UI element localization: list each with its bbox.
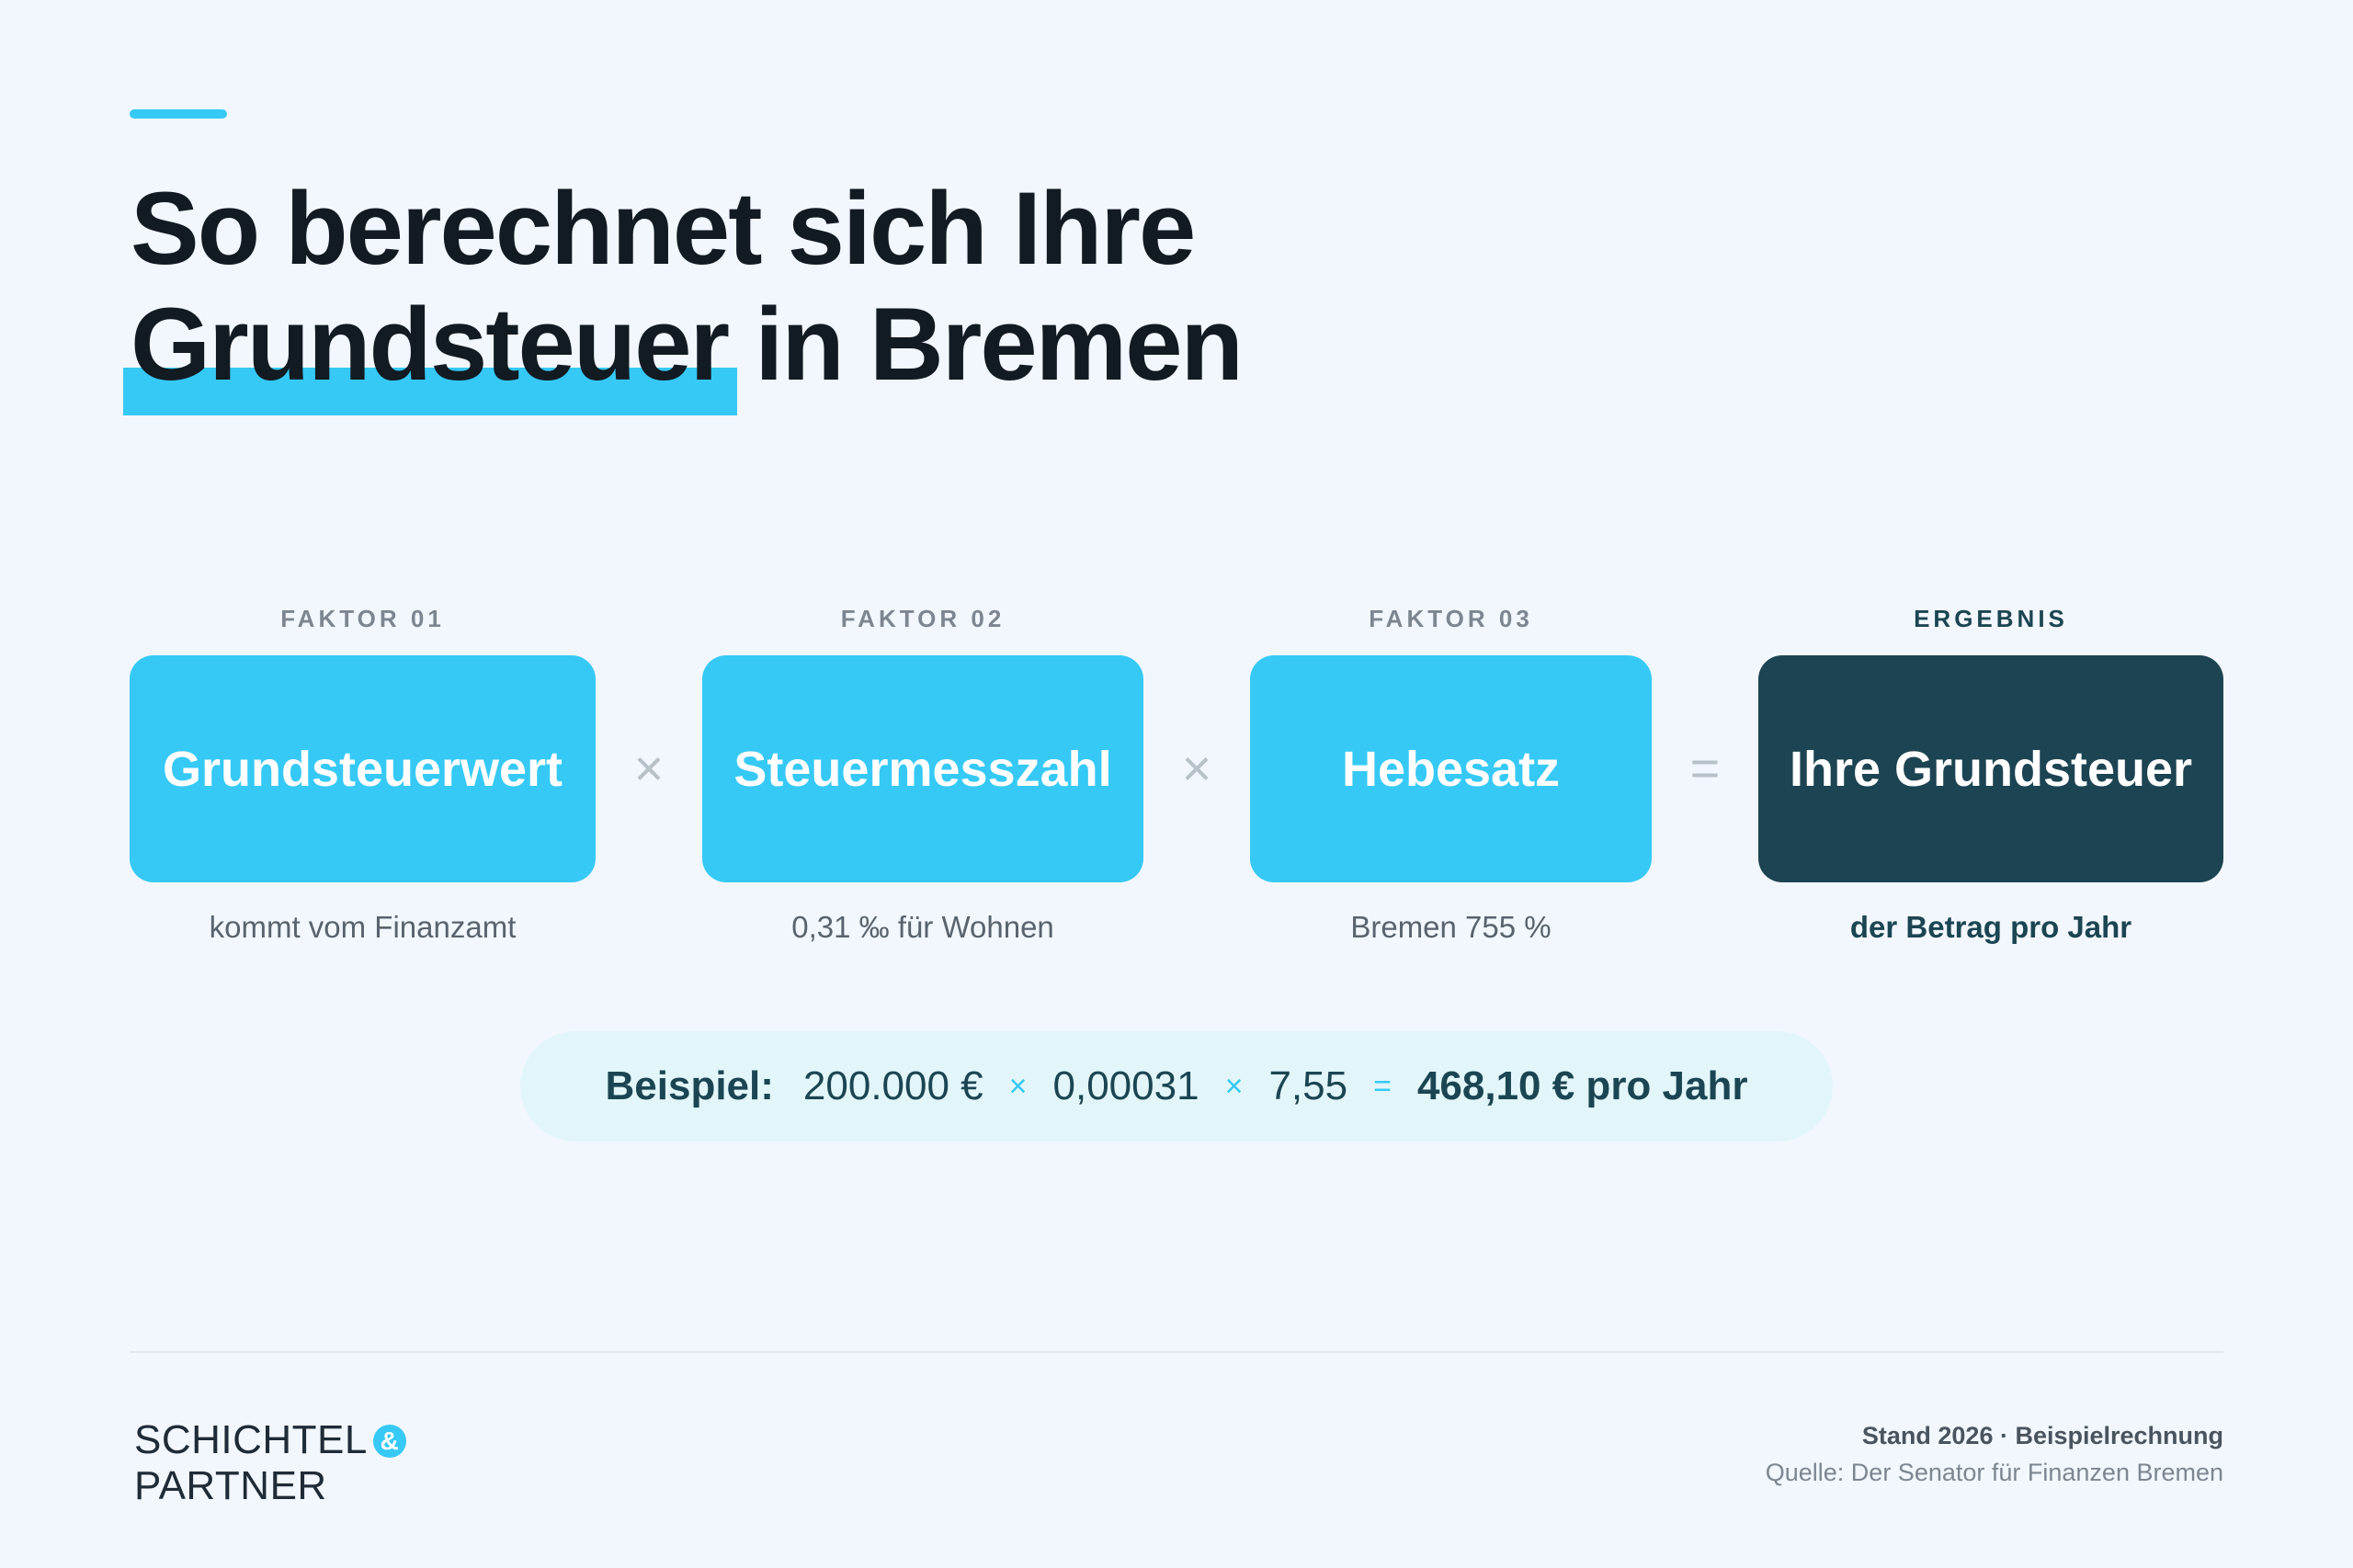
factor-2-label: FAKTOR 02 bbox=[840, 605, 1006, 632]
factor-1-label: FAKTOR 01 bbox=[280, 605, 445, 632]
result-label: ERGEBNIS bbox=[1914, 605, 2068, 632]
example-pill: Beispiel: 200.000 € × 0,00031 × 7,55 = 4… bbox=[520, 1031, 1833, 1142]
example-multiply-1: × bbox=[1008, 1068, 1028, 1104]
factor-3-box: Hebesatz bbox=[1250, 655, 1652, 882]
example-equals: = bbox=[1373, 1068, 1392, 1104]
page-title: So berechnet sich Ihre Grundsteuer in Br… bbox=[122, 171, 1244, 415]
result-box: Ihre Grundsteuer bbox=[1758, 655, 2223, 882]
multiply-operator-2: × bbox=[1181, 738, 1212, 797]
factor-3-sub: Bremen 755 % bbox=[1350, 910, 1552, 944]
multiply-operator-1: × bbox=[633, 738, 665, 797]
factor-3-label: FAKTOR 03 bbox=[1369, 605, 1533, 632]
equals-operator: = bbox=[1689, 738, 1721, 797]
example-multiply-2: × bbox=[1224, 1068, 1244, 1104]
accent-bar bbox=[130, 109, 227, 119]
example-label: Beispiel: bbox=[605, 1063, 774, 1108]
title-line-1: So berechnet sich Ihre bbox=[131, 171, 1196, 286]
factor-2-box: Steuermesszahl bbox=[702, 655, 1143, 882]
title-highlight: Grundsteuer bbox=[122, 287, 738, 415]
ampersand-icon: & bbox=[372, 1425, 406, 1458]
example-value-3: 7,55 bbox=[1268, 1063, 1348, 1108]
logo-line-2: PARTNER bbox=[134, 1463, 327, 1508]
footer-divider bbox=[130, 1351, 2223, 1353]
example-result: 468,10 € pro Jahr bbox=[1416, 1063, 1748, 1108]
title-line-2-rest: in Bremen bbox=[728, 287, 1244, 402]
footer-source: Quelle: Der Senator für Finanzen Bremen bbox=[1765, 1459, 2223, 1486]
example-value-1: 200.000 € bbox=[802, 1063, 983, 1108]
factor-1-sub: kommt vom Finanzamt bbox=[209, 910, 517, 944]
footer-info: Stand 2026 · Beispielrechnung Quelle: De… bbox=[1766, 1417, 2223, 1491]
result-sub: der Betrag pro Jahr bbox=[1849, 910, 2132, 944]
logo-line-1: SCHICHTEL bbox=[134, 1417, 368, 1462]
factor-2-sub: 0,31 ‰ für Wohnen bbox=[791, 910, 1054, 944]
factor-1-box: Grundsteuerwert bbox=[130, 655, 596, 882]
title-line-2: Grundsteuer in Bremen bbox=[122, 287, 1244, 415]
footer-stand: Stand 2026 · Beispielrechnung bbox=[1861, 1422, 2223, 1449]
example-value-2: 0,00031 bbox=[1052, 1063, 1199, 1108]
company-logo: SCHICHTEL& PARTNER bbox=[134, 1417, 406, 1509]
